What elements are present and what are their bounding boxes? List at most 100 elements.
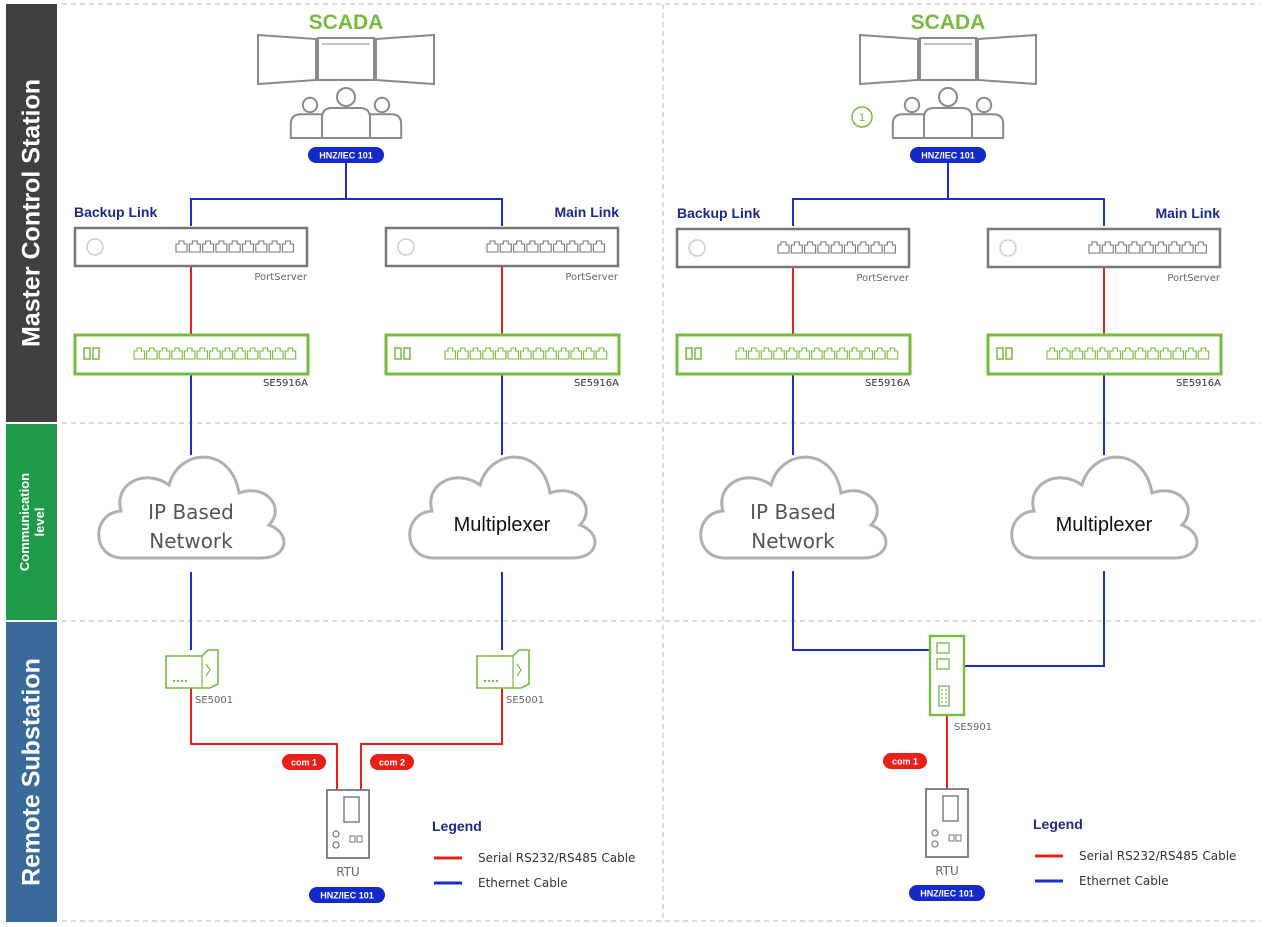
switch-led-icon bbox=[1005, 347, 1013, 360]
legend-ethernet-label: Ethernet Cable bbox=[1079, 874, 1169, 888]
port-icon bbox=[259, 347, 272, 360]
gateway-pin-icon bbox=[941, 693, 943, 695]
portserver-logo-icon bbox=[86, 238, 104, 256]
port-icon bbox=[1115, 241, 1128, 254]
port-icon bbox=[1046, 347, 1059, 360]
gateway-led-icon bbox=[483, 679, 487, 683]
port-icon bbox=[777, 241, 790, 254]
port-icon bbox=[557, 347, 570, 360]
rtu-protocol-badge: HNZ/IEC 101 bbox=[320, 891, 374, 901]
port-icon bbox=[886, 347, 899, 360]
rtu-button-icon bbox=[332, 841, 340, 849]
port-icon bbox=[1194, 241, 1207, 254]
rtu-label: RTU bbox=[336, 865, 360, 879]
port-icon bbox=[595, 347, 608, 360]
rtu-display bbox=[942, 795, 959, 822]
serial-gateway-device bbox=[476, 649, 530, 689]
legend-serial-label: Serial RS232/RS485 Cable bbox=[1079, 849, 1236, 863]
operator-head-icon bbox=[975, 96, 993, 114]
gateway-led-icon bbox=[487, 679, 491, 683]
port-icon bbox=[570, 347, 583, 360]
ethernet-cable bbox=[190, 198, 503, 226]
cloud-multiplexer-label: Multiplexer bbox=[454, 514, 551, 536]
monitor-icon bbox=[375, 33, 435, 86]
switch-label: SE5916A bbox=[574, 378, 619, 389]
port-icon bbox=[241, 240, 255, 253]
port-icon bbox=[532, 347, 545, 360]
port-icon bbox=[526, 240, 539, 253]
port-icon bbox=[209, 347, 221, 360]
port-icon bbox=[735, 347, 748, 360]
cloud-ip-network bbox=[97, 455, 286, 560]
switch-led-icon bbox=[83, 347, 91, 360]
rtu-protocol-badge-pill bbox=[309, 887, 385, 903]
ethernet-cable bbox=[792, 571, 930, 651]
portserver-device bbox=[73, 226, 309, 268]
gateway-label: SE5901 bbox=[954, 722, 992, 733]
gateway-pin-icon bbox=[945, 697, 947, 699]
com1-badge-pill bbox=[883, 753, 927, 769]
operator-body-icon bbox=[923, 107, 973, 139]
operator-head-icon bbox=[373, 96, 391, 114]
monitor-icon bbox=[317, 37, 375, 81]
port-icon bbox=[1059, 347, 1071, 360]
serial-gateway-device bbox=[165, 649, 219, 689]
rtu-port-icon bbox=[349, 835, 356, 843]
switch-device bbox=[675, 333, 912, 376]
protocol-badge: HNZ/IEC 101 bbox=[921, 151, 975, 161]
switch-device bbox=[986, 333, 1223, 376]
protocol-badge: HNZ/IEC 101 bbox=[319, 151, 373, 161]
port-icon bbox=[175, 240, 188, 253]
port-icon bbox=[1141, 241, 1154, 254]
port-icon bbox=[196, 347, 209, 360]
port-icon bbox=[469, 347, 482, 360]
port-icon bbox=[486, 240, 499, 253]
port-icon bbox=[817, 241, 830, 254]
port-icon bbox=[1168, 241, 1181, 254]
port-icon bbox=[507, 347, 520, 360]
port-icon bbox=[583, 347, 595, 360]
switch-led-icon bbox=[394, 347, 402, 360]
rtu-port-icon bbox=[356, 835, 363, 843]
port-icon bbox=[539, 240, 552, 253]
portserver-logo-icon bbox=[397, 238, 415, 256]
rtu-button-icon bbox=[332, 830, 340, 838]
switch-label: SE5916A bbox=[865, 378, 910, 389]
port-icon bbox=[499, 240, 512, 253]
port-icon bbox=[268, 240, 281, 253]
dual-port-gateway-device bbox=[928, 634, 966, 717]
port-icon bbox=[592, 240, 605, 253]
port-icon bbox=[183, 347, 196, 360]
port-icon bbox=[790, 241, 803, 254]
port-icon bbox=[272, 347, 284, 360]
gateway-pin-icon bbox=[945, 693, 947, 695]
port-icon bbox=[870, 241, 883, 254]
protocol-badge-pill bbox=[910, 147, 986, 163]
cloud-ip-network-label-line1: IP Based bbox=[148, 500, 234, 524]
cloud-multiplexer-label: Multiplexer bbox=[1056, 514, 1153, 536]
port-icon bbox=[1172, 347, 1185, 360]
port-icon bbox=[228, 240, 241, 253]
gateway-port-icon bbox=[516, 663, 522, 677]
cloud-ip-network-label-line2: Network bbox=[751, 529, 835, 553]
port-icon bbox=[836, 347, 848, 360]
port-icon bbox=[823, 347, 836, 360]
rtu-button-icon bbox=[931, 840, 939, 848]
backup-link-label: Backup Link bbox=[677, 205, 760, 221]
port-icon bbox=[1084, 347, 1096, 360]
gateway-port-icon bbox=[205, 663, 211, 677]
switch-led-icon bbox=[92, 347, 100, 360]
monitor-icon bbox=[919, 37, 977, 81]
cloud-ip-network-label-line2: Network bbox=[149, 529, 233, 553]
portserver-device bbox=[384, 226, 620, 268]
port-icon bbox=[1096, 347, 1109, 360]
rtu-protocol-badge: HNZ/IEC 101 bbox=[920, 889, 974, 899]
com1-badge: com 1 bbox=[291, 758, 317, 768]
port-icon bbox=[188, 240, 201, 253]
main-link-label: Main Link bbox=[1155, 205, 1220, 221]
serial-cable bbox=[190, 688, 338, 790]
